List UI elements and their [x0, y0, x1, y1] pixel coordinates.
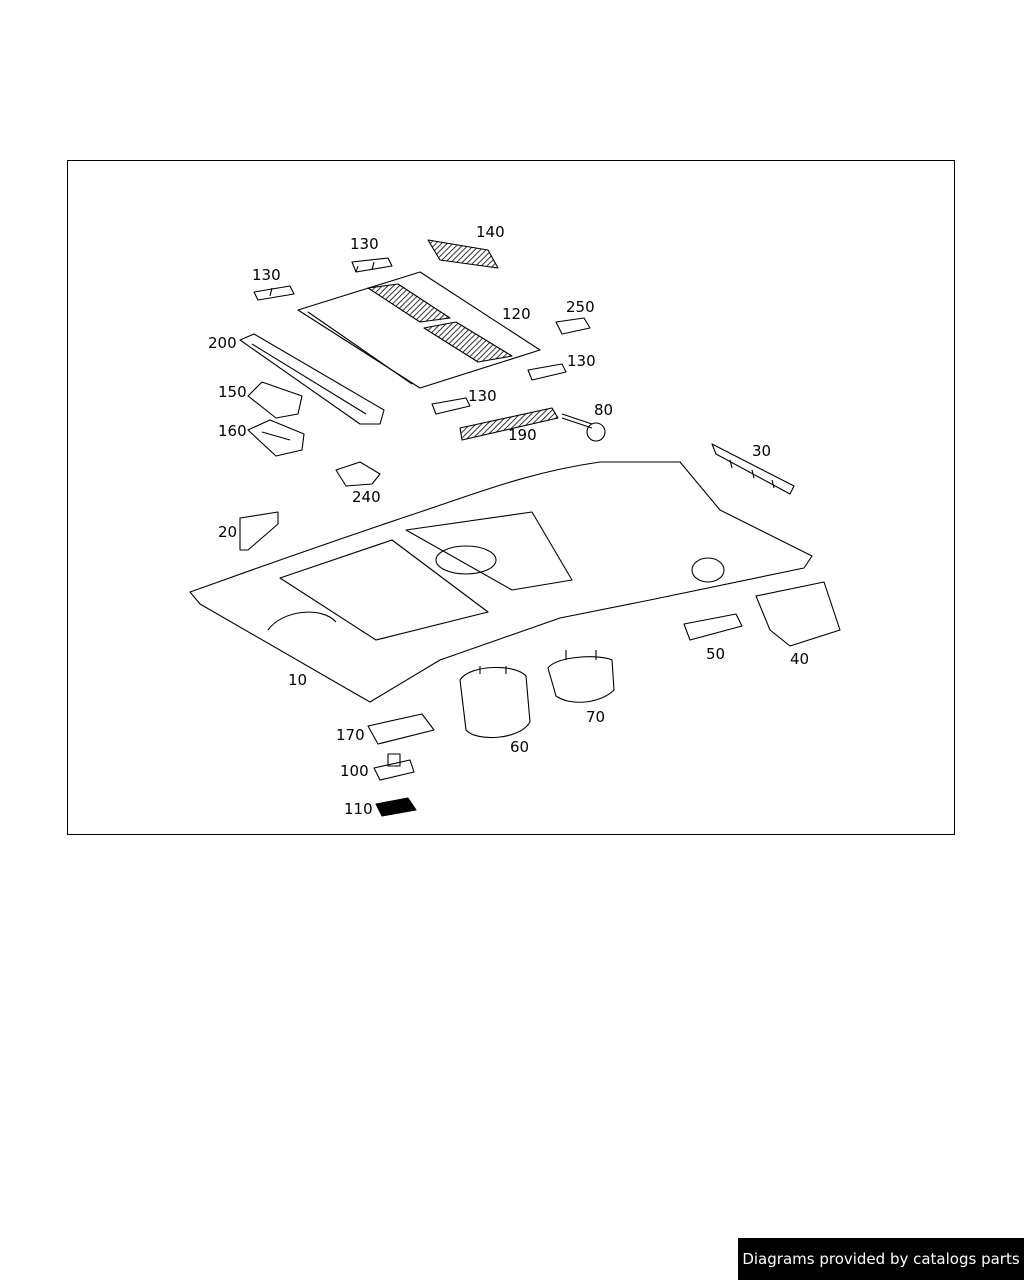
- part-100-clip: [373, 753, 415, 781]
- credit-banner: Diagrams provided by catalogs parts: [738, 1238, 1024, 1280]
- part-30-bracket: [711, 443, 795, 495]
- callout-70: 70: [586, 708, 606, 726]
- part-130-clip-d: [431, 397, 471, 415]
- callout-250: 250: [566, 298, 595, 316]
- part-130-clip-c: [527, 363, 567, 381]
- part-60-handle: [459, 666, 531, 739]
- callout-240: 240: [352, 488, 381, 506]
- part-200-rail: [239, 333, 385, 425]
- callout-150: 150: [218, 383, 247, 401]
- part-150-cover: [247, 381, 303, 419]
- part-240-bracket: [335, 461, 381, 487]
- callout-130: 130: [252, 266, 281, 284]
- part-140-grille: [427, 239, 499, 269]
- callout-50: 50: [706, 645, 726, 663]
- part-130-clip-a: [351, 257, 393, 273]
- callout-130: 130: [567, 352, 596, 370]
- part-250-pad: [555, 317, 591, 335]
- part-80-bolt: [561, 413, 606, 442]
- callout-130: 130: [468, 387, 497, 405]
- callout-140: 140: [476, 223, 505, 241]
- callout-120: 120: [502, 305, 531, 323]
- part-130-clip-b: [253, 285, 295, 301]
- callout-40: 40: [790, 650, 810, 668]
- part-50-block: [683, 613, 743, 641]
- credit-text: Diagrams provided by catalogs parts: [742, 1250, 1020, 1268]
- part-190-strip: [459, 407, 559, 441]
- callout-20: 20: [218, 523, 238, 541]
- part-10-headliner: [189, 461, 813, 703]
- callout-190: 190: [508, 426, 537, 444]
- callout-80: 80: [594, 401, 614, 419]
- callout-170: 170: [336, 726, 365, 744]
- callout-100: 100: [340, 762, 369, 780]
- callout-60: 60: [510, 738, 530, 756]
- part-160-bezel: [247, 419, 305, 457]
- part-170-plate: [367, 713, 435, 745]
- callout-160: 160: [218, 422, 247, 440]
- part-40-bracket: [755, 581, 841, 647]
- part-120-frame: [297, 271, 541, 389]
- part-110-pad: [375, 797, 417, 817]
- callout-10: 10: [288, 671, 308, 689]
- callout-110: 110: [344, 800, 373, 818]
- part-70-handle: [547, 650, 615, 703]
- callout-130: 130: [350, 235, 379, 253]
- diagram-frame: [67, 160, 955, 835]
- part-20-panel: [239, 511, 279, 551]
- callout-30: 30: [752, 442, 772, 460]
- callout-200: 200: [208, 334, 237, 352]
